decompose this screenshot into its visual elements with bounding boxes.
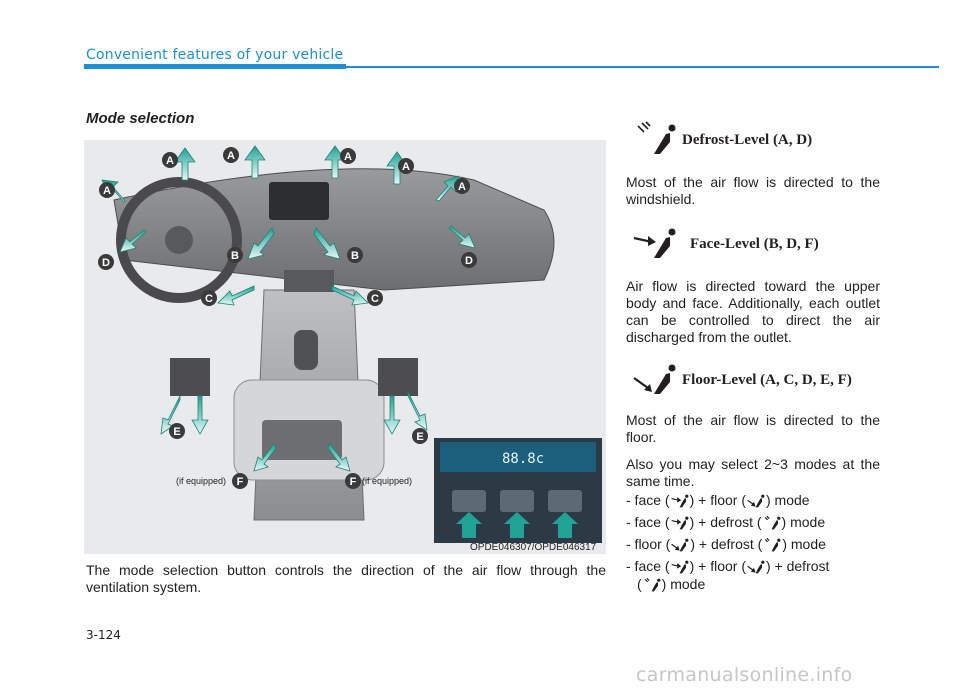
mode-button-3 — [548, 490, 582, 512]
mode-face-label: Face-Level (B, D, F) — [690, 235, 819, 252]
airflow-arrows — [101, 145, 476, 472]
svg-text:F: F — [350, 476, 357, 488]
mode-selection-description: The mode selection button controls the d… — [86, 562, 606, 595]
combo-face-floor-defrost-cont: ( ) mode — [637, 576, 706, 592]
floor-duct-right — [378, 358, 418, 396]
mode-floor-text: Most of the air flow is directed to the … — [626, 412, 880, 445]
floor-level-icon — [633, 364, 676, 394]
mode-button-1 — [452, 490, 486, 512]
combo-intro: Also you may select 2~3 modes at the sam… — [626, 456, 880, 489]
mode-face-heading: Face-Level (B, D, F) — [632, 224, 819, 264]
header-rule — [84, 66, 939, 68]
svg-text:F: F — [237, 476, 244, 488]
climate-panel — [284, 270, 334, 292]
press-arrows — [456, 512, 578, 538]
floor-icon — [747, 494, 765, 507]
mode-defrost-text: Most of the air flow is directed to the … — [626, 174, 880, 207]
if-equipped-left: (if equipped) — [176, 476, 226, 486]
watermark: carmanualsonline.info — [636, 664, 853, 686]
svg-text:A: A — [103, 185, 111, 197]
svg-text:A: A — [344, 151, 352, 163]
climate-display-readout: 88.8c — [502, 451, 544, 467]
if-equipped-right: (if equipped) — [362, 476, 412, 486]
combo-face-floor: - face ( ) + floor ( ) mode — [626, 492, 810, 508]
combo-face-floor-defrost: - face ( ) + floor ( ) + defrost — [626, 558, 830, 574]
floor-icon — [671, 538, 689, 551]
rear-vent — [262, 420, 342, 460]
ventilation-illustration: 88.8c A A A A A A B B C C D D E E F F — [98, 145, 602, 543]
infotainment-display — [269, 182, 329, 220]
page-number: 3-124 — [86, 628, 121, 642]
chapter-header: Convenient features of your vehicle — [86, 47, 344, 63]
svg-text:A: A — [402, 161, 410, 173]
svg-text:C: C — [371, 293, 379, 305]
svg-text:D: D — [102, 257, 110, 269]
svg-text:C: C — [205, 293, 213, 305]
mode-button-2 — [500, 490, 534, 512]
figure-code: OPDE046307/OPDE046317 — [470, 542, 597, 553]
svg-text:B: B — [351, 250, 359, 262]
svg-text:A: A — [166, 155, 174, 167]
face-icon — [671, 516, 688, 529]
ventilation-figure: 88.8c A A A A A A B B C C D D E E F F — [84, 140, 606, 554]
mode-floor-heading: Floor-Level (A, C, D, E, F) — [632, 360, 852, 400]
combo-floor-defrost: - floor ( ) + defrost ( ) mode — [626, 536, 826, 552]
face-level-icon — [633, 228, 676, 258]
steering-wheel — [116, 177, 242, 303]
header-rule-accent — [84, 64, 346, 69]
defrost-icon — [765, 537, 781, 551]
svg-text:A: A — [458, 181, 466, 193]
svg-text:D: D — [465, 255, 473, 267]
combo-face-defrost: - face ( ) + defrost ( ) mode — [626, 514, 826, 530]
mode-floor-label: Floor-Level (A, C, D, E, F) — [682, 371, 852, 388]
svg-text:A: A — [227, 150, 235, 162]
mode-defrost-heading: Defrost-Level (A, D) — [632, 120, 812, 160]
steering-hub — [165, 226, 193, 254]
section-title: Mode selection — [86, 110, 195, 127]
floor-icon — [747, 560, 765, 573]
svg-text:E: E — [173, 426, 180, 438]
mode-face-text: Air flow is directed toward the upper bo… — [626, 278, 880, 345]
svg-text:E: E — [416, 431, 423, 443]
mode-defrost-label: Defrost-Level (A, D) — [682, 131, 813, 148]
svg-text:B: B — [231, 250, 239, 262]
defrost-icon — [644, 577, 661, 591]
climate-display-strip — [440, 442, 596, 472]
gear-shifter — [294, 330, 318, 370]
defrost-icon — [764, 515, 780, 529]
callout-labels: A A A A A A B B C C D D E E F F — [98, 147, 477, 489]
face-icon — [671, 560, 688, 573]
face-icon — [671, 494, 688, 507]
floor-duct-left — [170, 358, 210, 396]
defrost-level-icon — [637, 121, 676, 154]
